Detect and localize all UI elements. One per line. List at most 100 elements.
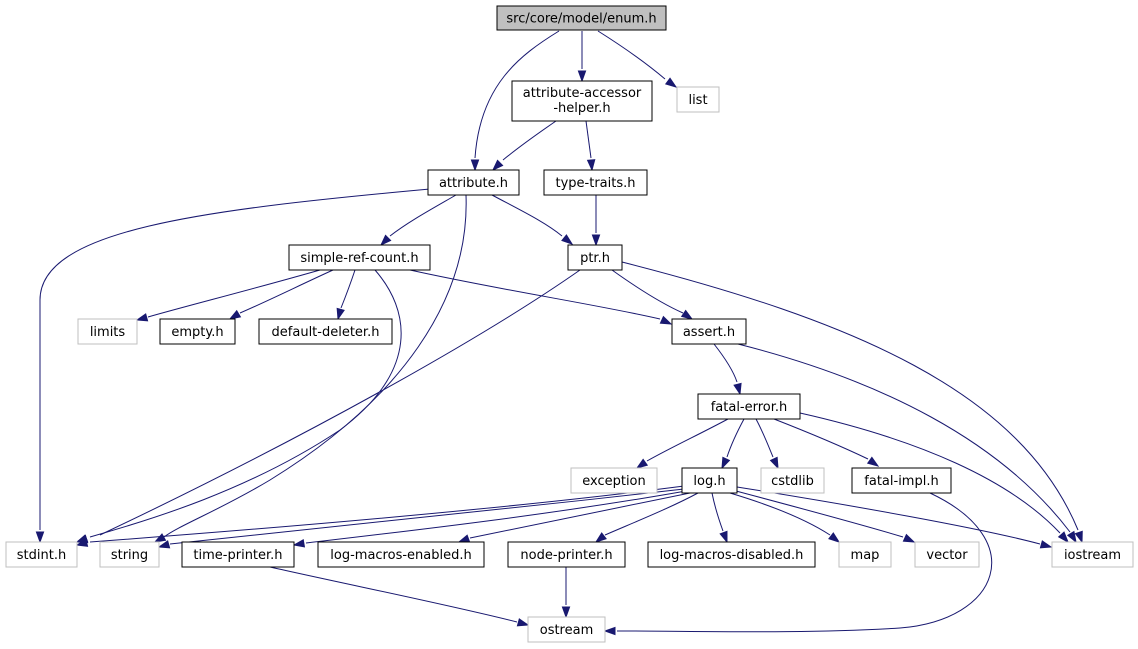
node-exception: exception bbox=[570, 467, 658, 494]
arrowhead bbox=[457, 534, 471, 543]
node-label: time-printer.h bbox=[193, 548, 282, 563]
edge-log-h-to-map bbox=[729, 492, 841, 543]
arrowhead bbox=[721, 456, 731, 470]
node-fatal-error-h[interactable]: fatal-error.h bbox=[697, 393, 801, 420]
edge-line bbox=[169, 488, 685, 545]
node-enum-h[interactable]: src/core/model/enum.h bbox=[496, 5, 667, 31]
edge-log-h-to-log-macros-enabled-h bbox=[457, 492, 691, 543]
node-simple-ref-count-h[interactable]: simple-ref-count.h bbox=[288, 244, 431, 271]
node-label: string bbox=[111, 548, 148, 563]
node-assert-h[interactable]: assert.h bbox=[671, 318, 747, 345]
node-box bbox=[258, 318, 393, 345]
node-box bbox=[496, 5, 667, 31]
node-label: log-macros-disabled.h bbox=[660, 548, 804, 563]
node-ostream: ostream bbox=[527, 616, 606, 643]
edge-line bbox=[99, 269, 581, 536]
edge-log-h-to-log-macros-disabled-h bbox=[711, 492, 728, 544]
arrowhead bbox=[866, 456, 880, 467]
node-attribute-h[interactable]: attribute.h bbox=[427, 169, 520, 196]
nodes-layer: src/core/model/enum.h attribute-accessor-… bbox=[5, 5, 1134, 643]
node-attribute-accessor-helper-h[interactable]: attribute-accessor-helper.h bbox=[511, 80, 653, 122]
node-iostream: iostream bbox=[1051, 541, 1134, 568]
node-label: log-macros-enabled.h bbox=[330, 548, 471, 563]
node-box bbox=[567, 244, 623, 271]
edge-assert-h-to-iostream bbox=[737, 343, 1077, 544]
node-time-printer-h[interactable]: time-printer.h bbox=[181, 541, 295, 568]
node-ptr-h[interactable]: ptr.h bbox=[567, 244, 623, 271]
node-label: node-printer.h bbox=[520, 548, 612, 563]
node-log-macros-enabled-h[interactable]: log-macros-enabled.h bbox=[317, 541, 485, 568]
node-empty-h[interactable]: empty.h bbox=[159, 318, 236, 345]
node-limits: limits bbox=[77, 318, 138, 345]
edge-time-printer-h-to-ostream bbox=[269, 566, 530, 627]
edge-attribute-h-to-simple-ref-count-h bbox=[379, 194, 457, 247]
node-box bbox=[1051, 541, 1134, 568]
node-box bbox=[838, 541, 892, 568]
edge-log-h-to-node-printer-h bbox=[594, 492, 699, 543]
node-fatal-impl-h[interactable]: fatal-impl.h bbox=[851, 467, 952, 494]
node-type-traits-h[interactable]: type-traits.h bbox=[543, 169, 648, 196]
edge-simple-ref-count-h-to-empty-h bbox=[228, 269, 334, 320]
edge-line bbox=[305, 490, 687, 544]
node-log-h[interactable]: log.h bbox=[681, 467, 738, 494]
arrowhead bbox=[902, 533, 916, 543]
edge-simple-ref-count-h-to-stdint-h bbox=[75, 269, 402, 543]
edge-fatal-error-h-to-exception bbox=[635, 418, 729, 469]
node-map: map bbox=[838, 541, 892, 568]
arrowhead bbox=[659, 315, 673, 325]
node-box bbox=[760, 467, 825, 494]
node-box bbox=[181, 541, 295, 568]
node-label: iostream bbox=[1064, 548, 1121, 563]
node-box bbox=[77, 318, 138, 345]
node-stdint-h: stdint.h bbox=[5, 541, 78, 568]
edge-line bbox=[147, 269, 321, 318]
arrowhead bbox=[828, 532, 841, 543]
node-label: fatal-error.h bbox=[711, 400, 788, 415]
node-box bbox=[427, 169, 520, 196]
edge-line bbox=[621, 261, 1079, 531]
arrowhead bbox=[1057, 531, 1069, 544]
edge-ptr-h-to-iostream bbox=[621, 261, 1083, 544]
edge-line bbox=[736, 486, 1041, 545]
node-box bbox=[507, 541, 626, 568]
edge-enum-h-to-list bbox=[597, 30, 678, 88]
edge-enum-h-to-attribute-h bbox=[470, 30, 560, 172]
edge-line bbox=[597, 30, 666, 80]
node-cstdlib: cstdlib bbox=[760, 467, 825, 494]
edge-line bbox=[469, 492, 691, 539]
node-label: stdint.h bbox=[17, 548, 66, 563]
node-default-deleter-h[interactable]: default-deleter.h bbox=[258, 318, 393, 345]
edge-line bbox=[239, 269, 334, 314]
edge-fatal-error-h-to-log-h bbox=[721, 418, 745, 470]
arrowhead bbox=[157, 540, 171, 549]
node-label: cstdlib bbox=[771, 474, 814, 489]
node-node-printer-h[interactable]: node-printer.h bbox=[507, 541, 626, 568]
node-box bbox=[681, 467, 738, 494]
node-box bbox=[697, 393, 801, 420]
arrowhead bbox=[561, 606, 571, 619]
node-log-macros-disabled-h[interactable]: log-macros-disabled.h bbox=[647, 541, 816, 568]
edge-line bbox=[726, 418, 745, 458]
arrowhead bbox=[680, 309, 694, 320]
edge-simple-ref-count-h-to-limits bbox=[135, 269, 321, 322]
arrowhead bbox=[292, 539, 306, 548]
edge-line bbox=[502, 120, 557, 161]
arrowhead bbox=[591, 234, 601, 247]
edge-node-printer-h-to-ostream bbox=[561, 567, 571, 619]
edge-line bbox=[474, 30, 560, 159]
node-string: string bbox=[99, 541, 160, 568]
edge-line bbox=[773, 418, 869, 460]
edge-attribute-accessor-helper-h-to-attribute-h bbox=[491, 120, 557, 172]
edge-assert-h-to-fatal-error-h bbox=[713, 343, 742, 396]
edge-line bbox=[737, 343, 1071, 533]
node-label: attribute.h bbox=[439, 176, 508, 191]
node-box bbox=[511, 80, 653, 122]
node-label: -helper.h bbox=[553, 101, 610, 116]
node-label: list bbox=[688, 93, 707, 108]
arrowhead bbox=[561, 234, 574, 245]
edges-layer bbox=[35, 30, 1083, 636]
node-box bbox=[914, 541, 980, 568]
edge-attribute-accessor-helper-h-to-type-traits-h bbox=[585, 120, 596, 172]
node-label: assert.h bbox=[683, 325, 735, 340]
arrowhead bbox=[470, 159, 480, 172]
